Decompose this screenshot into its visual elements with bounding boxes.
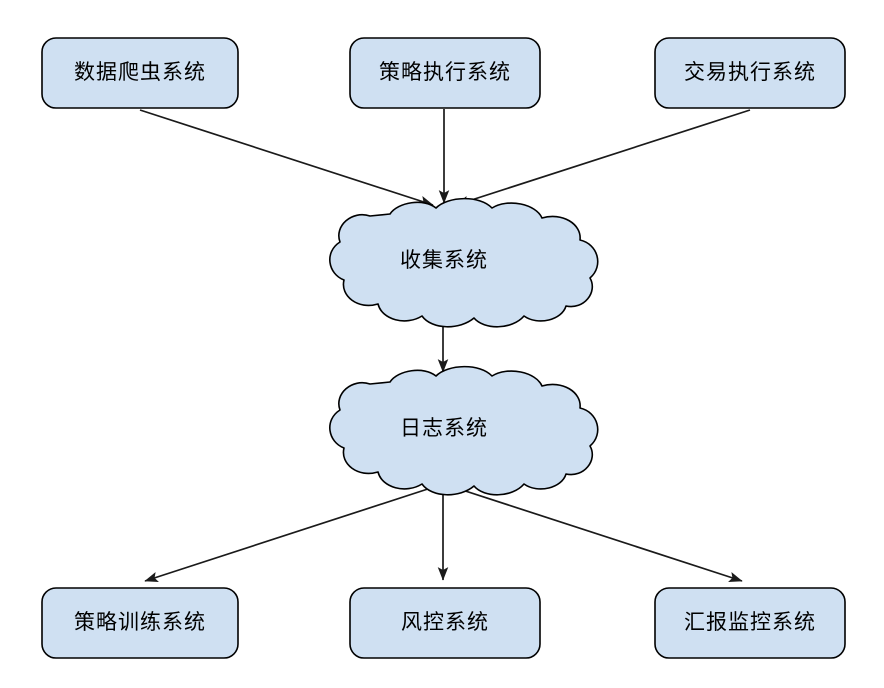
node-strategy-train-shape[interactable] (41, 587, 239, 659)
edge-group-distribute (144, 485, 743, 583)
node-risk-control-label: 风控系统 (401, 610, 489, 634)
node-collector[interactable]: 收集系统 (329, 197, 599, 328)
node-report-monitor[interactable]: 汇报监控系统 (654, 587, 846, 659)
node-logging[interactable]: 日志系统 (329, 365, 599, 496)
node-trade-exec-label: 交易执行系统 (684, 60, 816, 84)
node-collector-label: 收集系统 (400, 248, 488, 272)
node-strategy-exec-shape[interactable] (349, 37, 541, 109)
node-crawler[interactable]: 数据爬虫系统 (41, 37, 239, 109)
edge-trade-exec-to-collector (455, 109, 751, 207)
edge-crawler-to-collector (139, 109, 434, 207)
node-risk-control-shape[interactable] (349, 587, 541, 659)
edge-group-ingest (139, 109, 751, 207)
node-crawler-shape[interactable] (41, 37, 239, 109)
node-risk-control[interactable]: 风控系统 (349, 587, 541, 659)
node-crawler-label: 数据爬虫系统 (74, 60, 206, 84)
node-strategy-exec[interactable]: 策略执行系统 (349, 37, 541, 109)
node-logging-shape[interactable] (329, 365, 599, 496)
node-strategy-train[interactable]: 策略训练系统 (41, 587, 239, 659)
edge-logging-to-report-monitor (449, 485, 743, 583)
node-trade-exec[interactable]: 交易执行系统 (654, 37, 846, 109)
node-collector-shape[interactable] (329, 197, 599, 328)
node-report-monitor-label: 汇报监控系统 (684, 610, 816, 634)
node-strategy-train-label: 策略训练系统 (74, 610, 206, 634)
node-trade-exec-shape[interactable] (654, 37, 846, 109)
node-logging-label: 日志系统 (400, 416, 488, 440)
node-strategy-exec-label: 策略执行系统 (379, 60, 511, 84)
node-report-monitor-shape[interactable] (654, 587, 846, 659)
edge-logging-to-strategy-train (144, 485, 438, 583)
